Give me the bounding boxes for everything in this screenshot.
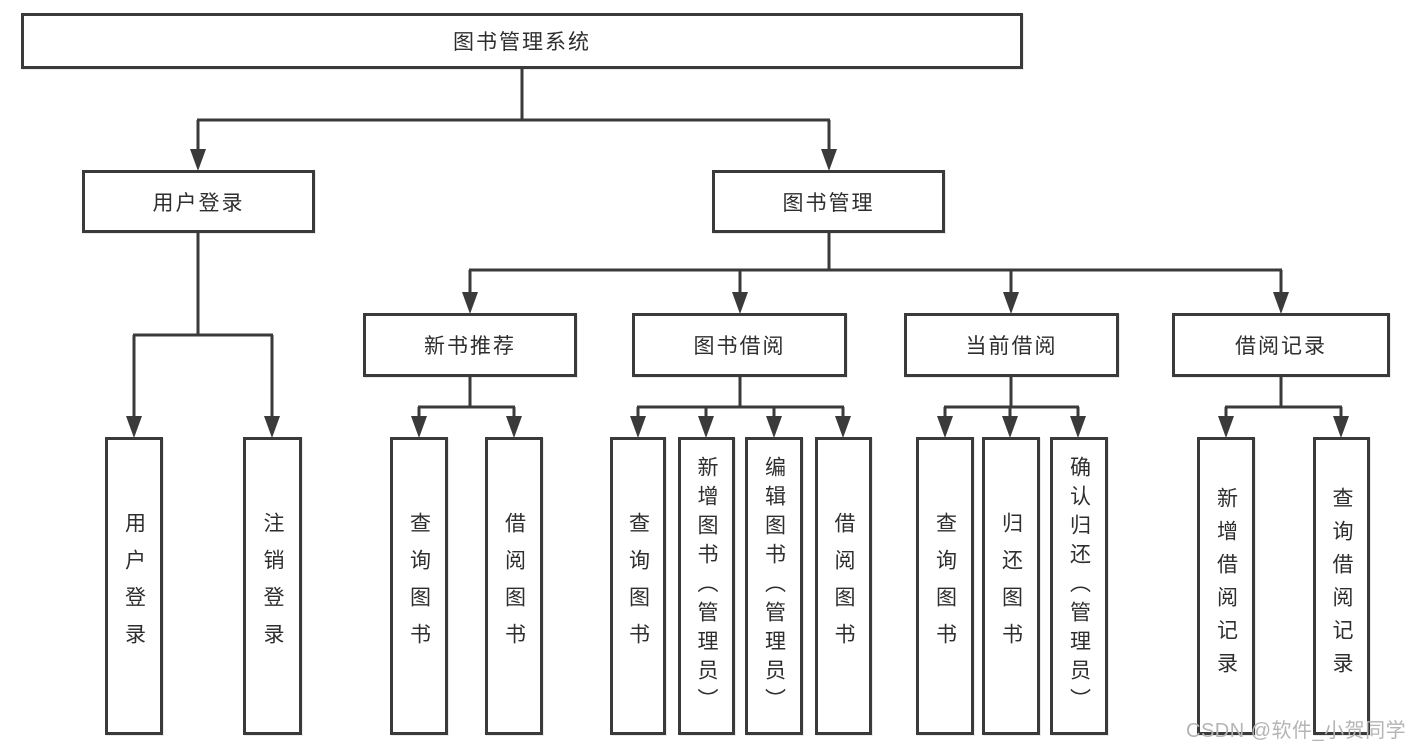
arrow-head — [506, 416, 522, 438]
edge-current-to-leaves — [943, 377, 1080, 418]
edge-borrow-to-leaves — [636, 377, 845, 418]
arrow-head — [1218, 416, 1234, 438]
arrow-head — [630, 416, 646, 438]
node-book-borrowing: 图书借阅 — [632, 313, 847, 377]
edge-root-to-level2 — [196, 69, 831, 151]
edge-newbooks-to-leaves — [417, 377, 516, 418]
node-label: 新增图书（管理员） — [695, 455, 718, 717]
node-leaf-query-books-2: 查询图书 — [610, 437, 666, 735]
node-leaf-return-books: 归还图书 — [982, 437, 1040, 735]
node-label: 注销登录 — [261, 512, 284, 660]
node-leaf-user-login: 用户登录 — [105, 437, 163, 735]
node-current-borrowing: 当前借阅 — [904, 313, 1119, 377]
arrow-head — [1003, 292, 1019, 314]
arrow-head — [1273, 292, 1289, 314]
arrow-head — [1070, 416, 1086, 438]
node-label: 用户登录 — [122, 512, 146, 660]
arrow-head — [411, 416, 427, 438]
node-label: 借阅图书 — [832, 512, 855, 660]
node-book-management-module: 图书管理 — [712, 170, 945, 233]
node-label: 新书推荐 — [424, 335, 516, 358]
node-label: 查询图书 — [933, 512, 957, 660]
node-leaf-borrow-books-2: 借阅图书 — [815, 437, 872, 735]
node-leaf-add-books-admin: 新增图书（管理员） — [678, 437, 735, 735]
node-label: 确认归还（管理员） — [1067, 455, 1091, 717]
arrow-head — [732, 292, 748, 314]
node-leaf-add-borrow-record: 新增借阅记录 — [1197, 437, 1255, 735]
node-leaf-query-books-3: 查询图书 — [916, 437, 974, 735]
node-label: 归还图书 — [999, 512, 1023, 660]
edge-userlogin-to-leaves — [132, 233, 274, 418]
arrow-head — [937, 416, 953, 438]
node-leaf-borrow-books-1: 借阅图书 — [485, 437, 543, 735]
node-label: 新增借阅记录 — [1214, 487, 1238, 685]
node-leaf-logout: 注销登录 — [243, 437, 302, 735]
arrow-head — [1333, 416, 1349, 438]
node-label: 用户登录 — [152, 191, 245, 215]
arrow-head — [462, 292, 478, 314]
arrow-head — [821, 149, 837, 171]
node-root-system: 图书管理系统 — [21, 13, 1023, 69]
arrow-heads — [126, 149, 1349, 438]
arrow-head — [766, 416, 782, 438]
arrow-head — [1002, 416, 1018, 438]
node-user-login-module: 用户登录 — [82, 170, 315, 233]
node-label: 查询图书 — [626, 512, 650, 660]
node-label: 当前借阅 — [965, 335, 1058, 358]
node-label: 查询借阅记录 — [1330, 487, 1353, 685]
node-leaf-edit-books-admin: 编辑图书（管理员） — [745, 437, 803, 735]
node-label: 借阅图书 — [502, 512, 526, 660]
edge-records-to-leaves — [1224, 377, 1343, 418]
edge-bookmgmt-to-level3 — [468, 233, 1283, 294]
node-leaf-query-books-1: 查询图书 — [390, 437, 448, 735]
arrow-head — [698, 416, 714, 438]
node-new-book-recommend: 新书推荐 — [363, 313, 577, 377]
node-label: 图书管理 — [782, 191, 875, 215]
arrow-head — [126, 416, 142, 438]
node-label: 图书管理系统 — [453, 31, 591, 54]
node-label: 图书借阅 — [693, 335, 786, 358]
node-leaf-query-borrow-record: 查询借阅记录 — [1313, 437, 1370, 735]
arrow-head — [835, 416, 851, 438]
node-label: 查询图书 — [407, 512, 431, 660]
node-leaf-confirm-return-admin: 确认归还（管理员） — [1050, 437, 1108, 735]
arrow-head — [190, 149, 206, 171]
node-label: 编辑图书（管理员） — [762, 455, 786, 717]
node-borrow-records: 借阅记录 — [1172, 313, 1390, 377]
csdn-watermark: CSDN @软件_小贺同学 — [1186, 720, 1405, 742]
node-label: 借阅记录 — [1235, 335, 1327, 358]
arrow-head — [264, 416, 280, 438]
